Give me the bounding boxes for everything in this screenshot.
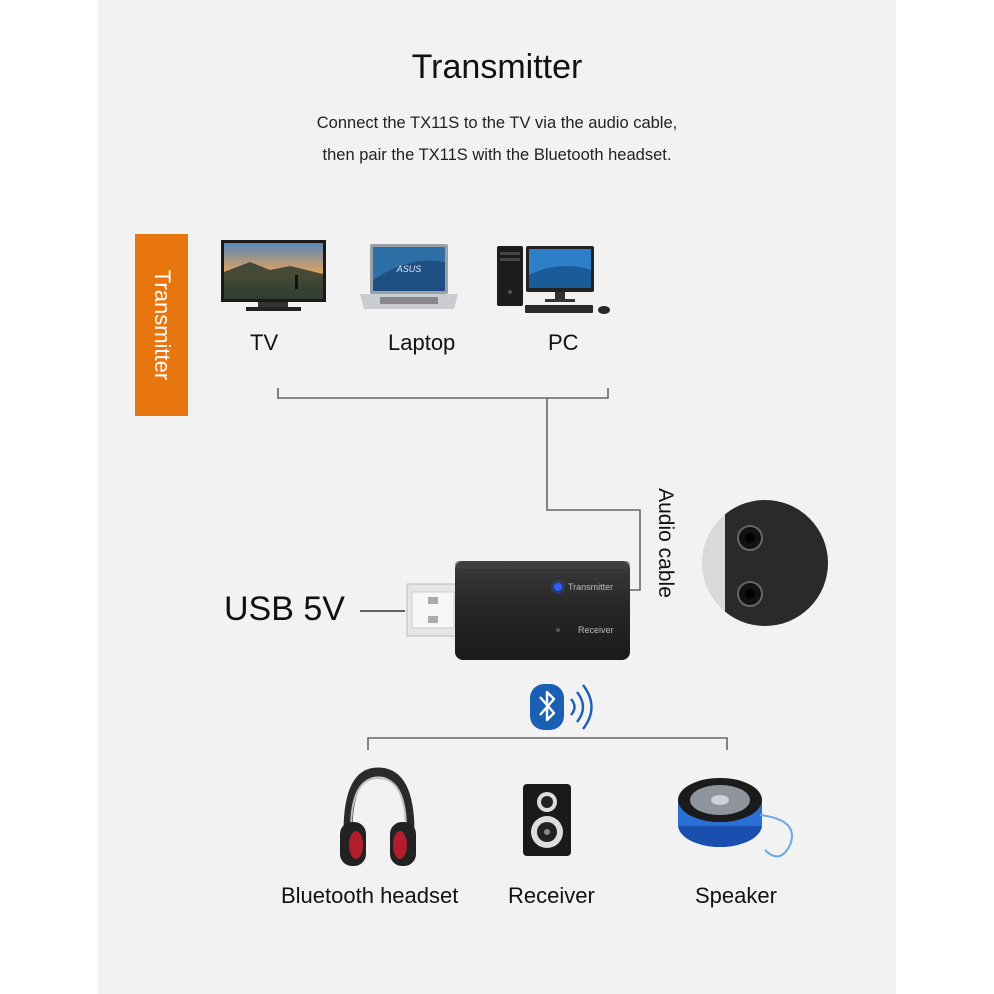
source-label-pc: PC: [548, 330, 579, 355]
transmitter-device: [455, 561, 630, 660]
subtitle-line-1: Connect the TX11S to the TV via the audi…: [316, 114, 678, 132]
side-tab: Transmitter: [135, 234, 188, 416]
wireless-waves-icon: [570, 684, 593, 730]
usb-plug-icon: [406, 583, 460, 637]
device-receiver-label: Receiver: [578, 625, 614, 635]
bluetooth-icon: [530, 684, 564, 730]
source-bracket: [277, 388, 641, 591]
background-panel: [98, 0, 896, 994]
audio-cable-label-wrap: Audio cable: [650, 478, 680, 608]
output-label-receiver: Receiver: [508, 883, 595, 908]
usb-label: USB 5V: [224, 590, 345, 628]
headphones-icon: [340, 767, 416, 866]
page-title: Transmitter: [411, 48, 583, 86]
source-label-tv: TV: [250, 330, 279, 355]
pc-icon: [497, 246, 610, 314]
tv-icon: [221, 240, 326, 311]
device-transmitter-label: Transmitter: [568, 582, 614, 592]
round-speaker-icon: [678, 778, 793, 858]
output-bracket: [367, 737, 728, 750]
subtitle-line-2: then pair the TX11S with the Bluetooth h…: [322, 146, 672, 164]
audio-cable-label: Audio cable: [654, 488, 677, 598]
laptop-icon: ASUS: [360, 244, 458, 309]
audio-jack-zoom: [702, 500, 828, 626]
output-label-speaker: Speaker: [695, 883, 777, 908]
source-label-laptop: Laptop: [388, 330, 456, 355]
receiver-speaker-icon: [523, 784, 571, 856]
laptop-brand-text: ASUS: [396, 264, 422, 274]
output-label-headset: Bluetooth headset: [281, 883, 459, 908]
